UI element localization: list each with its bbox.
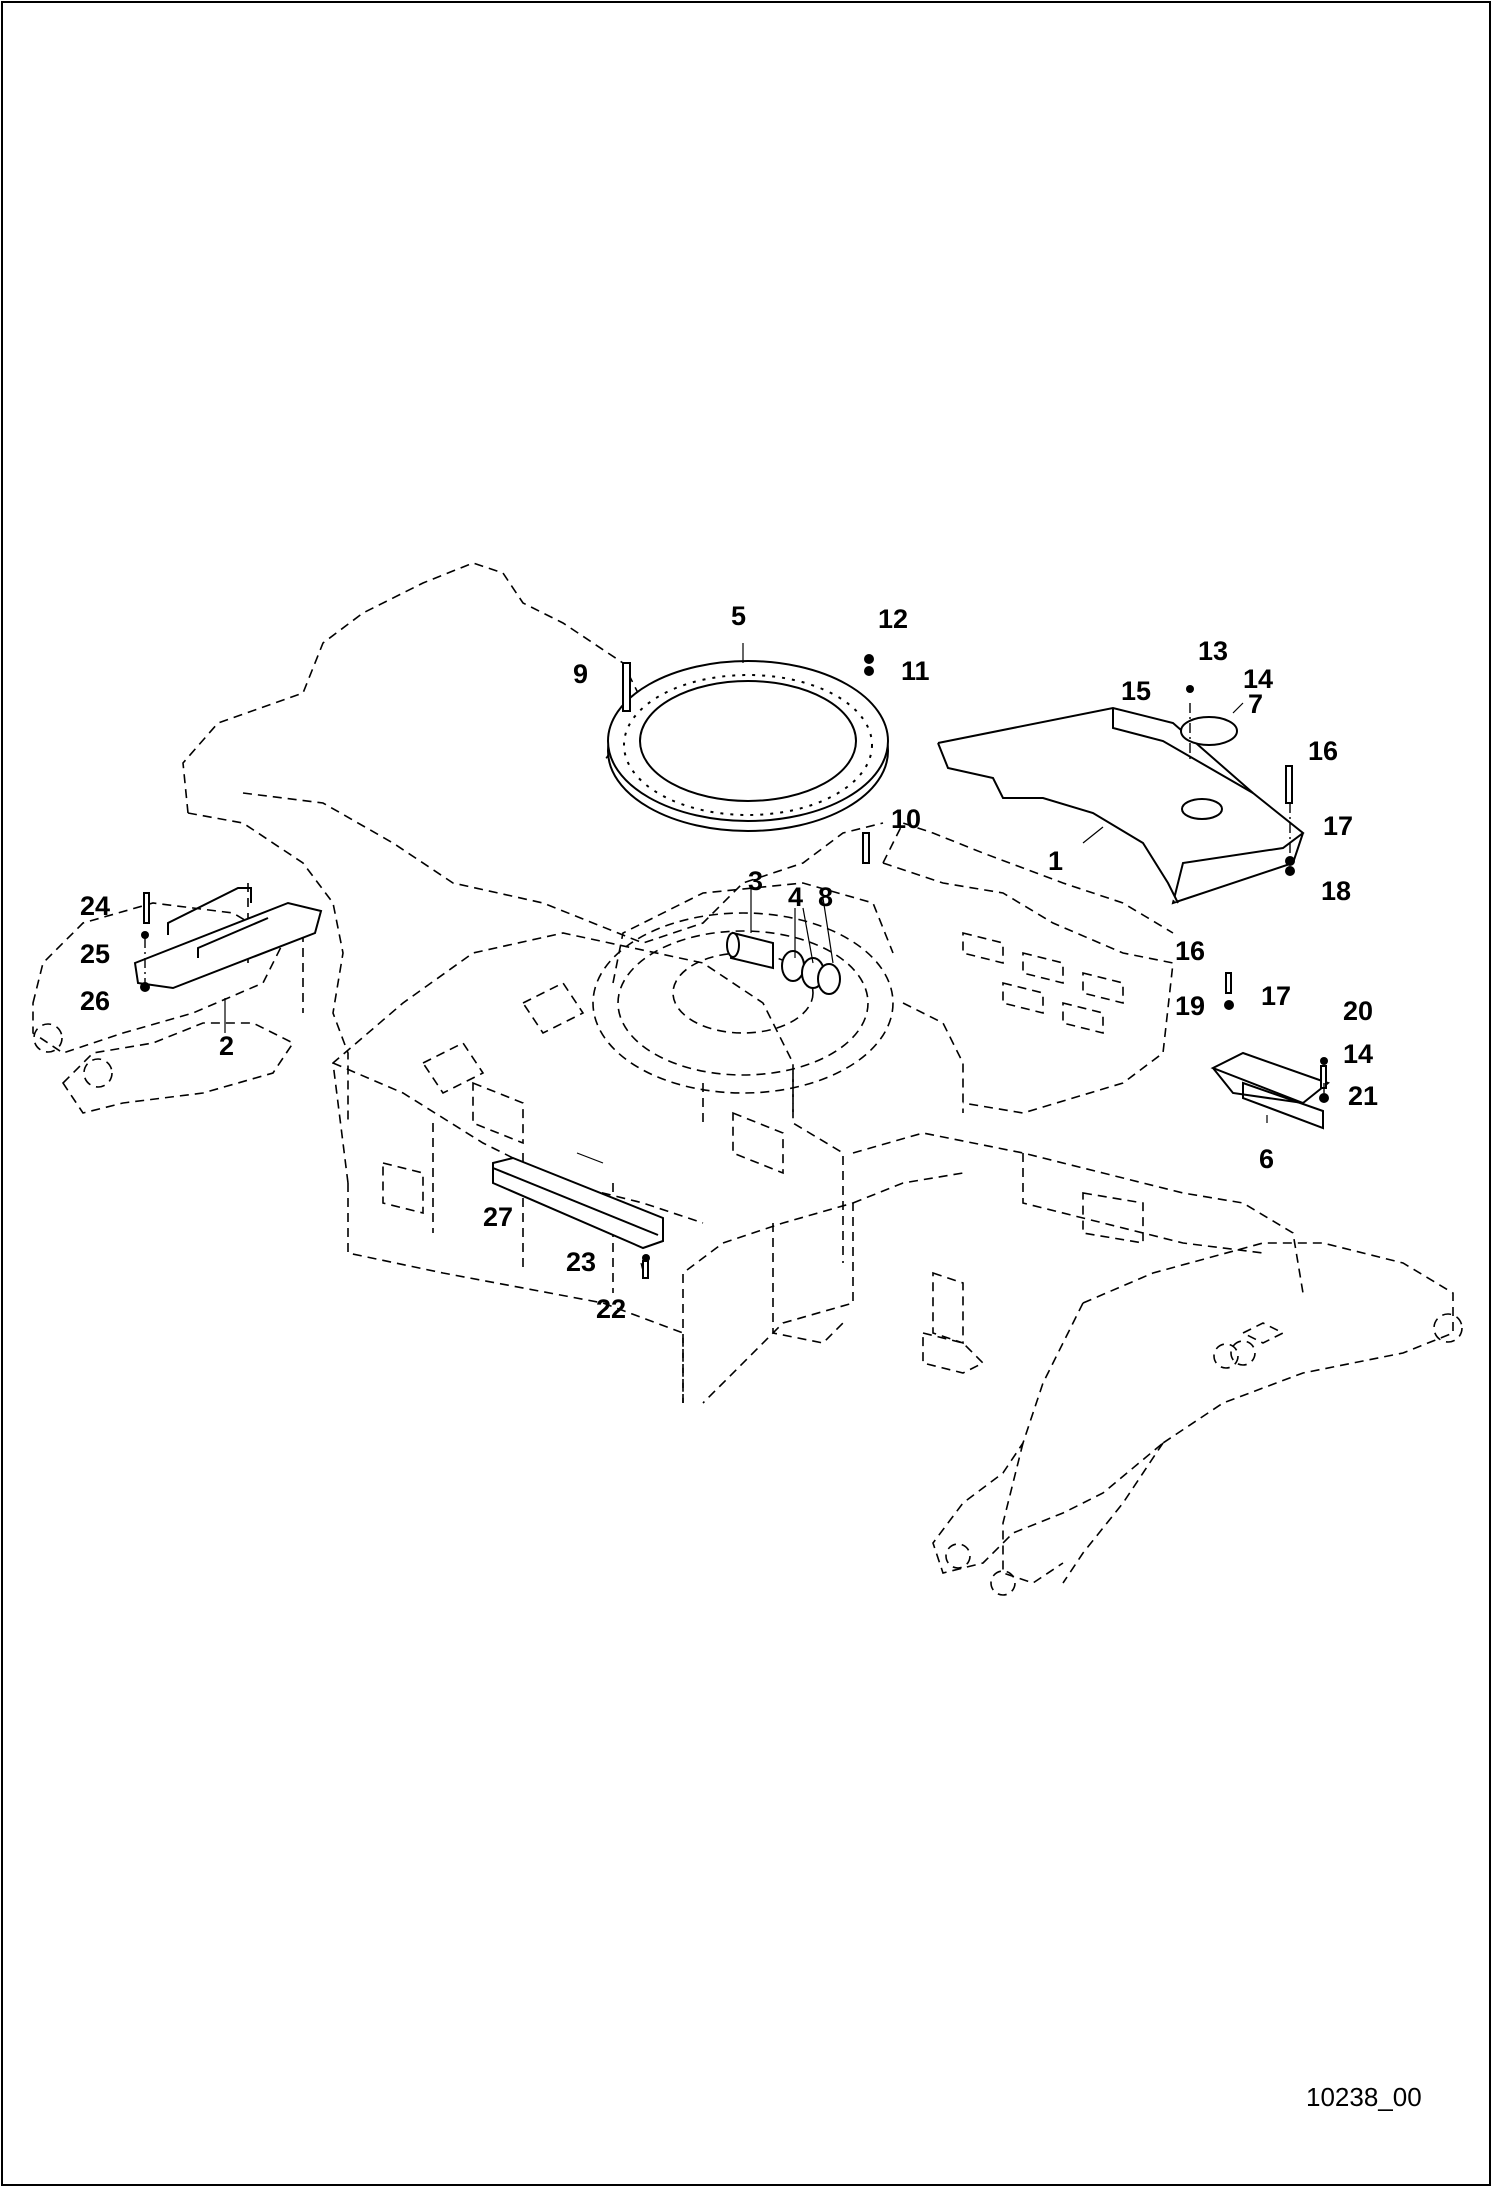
callout-20: 20 — [1343, 996, 1373, 1026]
callout-3: 3 — [748, 866, 763, 896]
callout-22: 22 — [596, 1294, 626, 1324]
swing-bearing-ring — [607, 660, 889, 832]
leader-lines — [224, 643, 1268, 1272]
crossbar-plate — [492, 1156, 664, 1250]
callout-24: 24 — [80, 891, 110, 921]
callout-14a: 14 — [1243, 664, 1273, 694]
hardware-nuts — [140, 654, 1329, 1262]
right-arm-phantom — [922, 1242, 1463, 1596]
right-frame-phantom — [852, 822, 1304, 1294]
callout-15: 15 — [1121, 676, 1151, 706]
callout-11: 11 — [901, 656, 930, 686]
callout-13: 13 — [1198, 636, 1228, 666]
upper-frame-phantom — [32, 562, 884, 1123]
callout-21: 21 — [1348, 1081, 1378, 1111]
callout-16a: 16 — [1308, 736, 1338, 766]
callout-27: 27 — [483, 1202, 513, 1232]
callout-19: 19 — [1175, 991, 1205, 1021]
cover-plate — [937, 706, 1305, 905]
callout-26: 26 — [80, 986, 110, 1016]
drawing-number: 10238_00 — [1306, 2082, 1422, 2112]
callout-12: 12 — [878, 604, 908, 634]
swing-bearing-mount-phantom — [592, 882, 894, 1123]
callout-2: 2 — [219, 1031, 234, 1061]
callout-14b: 14 — [1343, 1039, 1373, 1069]
callout-5: 5 — [731, 601, 746, 631]
callout-23: 23 — [566, 1247, 596, 1277]
callout-labels: 1 2 3 4 5 6 7 8 9 10 11 12 13 14 14 15 1… — [80, 601, 1378, 1324]
callout-18: 18 — [1321, 876, 1351, 906]
callout-8: 8 — [818, 882, 833, 912]
callout-17a: 17 — [1323, 811, 1353, 841]
callout-17b: 17 — [1261, 981, 1291, 1011]
left-mount-plate — [133, 887, 323, 990]
callout-25: 25 — [80, 939, 110, 969]
callout-9: 9 — [573, 659, 588, 689]
callout-4: 4 — [788, 882, 803, 912]
callout-1: 1 — [1048, 846, 1063, 876]
right-mount-bracket — [1210, 1051, 1331, 1130]
round-cover — [1180, 716, 1238, 746]
callout-10: 10 — [891, 804, 921, 834]
callout-16b: 16 — [1175, 936, 1205, 966]
callout-6: 6 — [1259, 1144, 1274, 1174]
centerlines — [144, 703, 1325, 1103]
callout-7: 7 — [1248, 689, 1263, 719]
center-pin-and-washers — [726, 931, 841, 995]
exploded-parts-view: 1 2 3 4 5 6 7 8 9 10 11 12 13 14 14 15 1… — [32, 562, 1463, 2112]
